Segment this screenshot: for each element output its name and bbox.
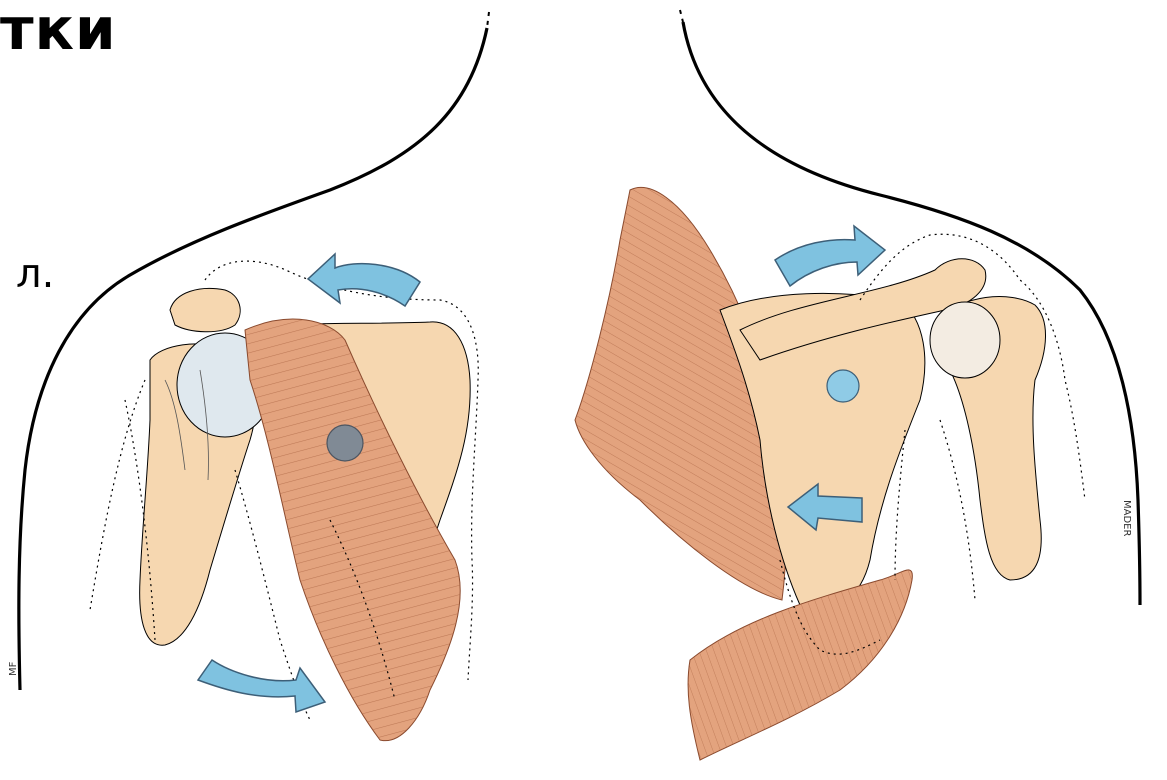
right-rotation-center-marker xyxy=(827,370,859,402)
left-shoulder-figure: MF xyxy=(8,12,489,741)
right-signature: MADER xyxy=(1121,500,1132,536)
left-signature: MF xyxy=(8,661,19,676)
left-rotation-center-marker xyxy=(327,425,363,461)
lower-right-curved-arrow xyxy=(198,660,325,712)
right-shoulder-figure: MADER xyxy=(575,10,1140,760)
upper-left-curved-arrow xyxy=(308,254,420,306)
upper-right-curved-arrow xyxy=(775,226,885,286)
